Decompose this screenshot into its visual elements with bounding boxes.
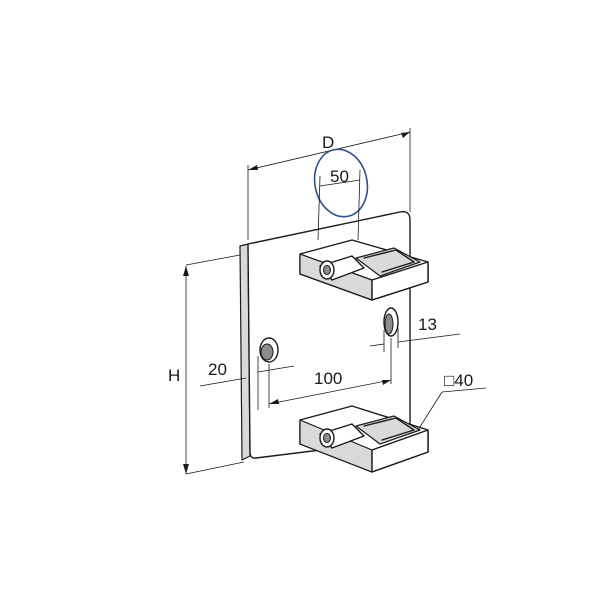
slot-hole-left [259,337,279,363]
spacing-label: 50 [330,167,349,186]
tube-size-label: □40 [444,371,473,390]
hole-pitch-label: 100 [314,369,342,388]
height-label: H [168,366,180,385]
dimension-13: 13 [369,315,461,352]
dimension-h: H [168,254,245,475]
highlight-ellipse [313,148,369,218]
slot-width-label: 13 [418,315,437,334]
dimension-100: 100 [268,338,392,408]
edge-offset-label: 20 [208,360,227,379]
dimension-d: D [247,128,411,240]
dimension-20: 20 [199,356,295,410]
set-screw-lower [319,428,335,448]
set-screw-upper [319,260,335,280]
slot-hole-right [383,307,399,337]
dimension-tube-size: □40 [417,371,487,431]
tube-holder-upper [299,239,429,301]
depth-label: D [322,133,334,152]
dimension-50: 50 [313,148,369,241]
tube-holder-lower [299,405,429,473]
